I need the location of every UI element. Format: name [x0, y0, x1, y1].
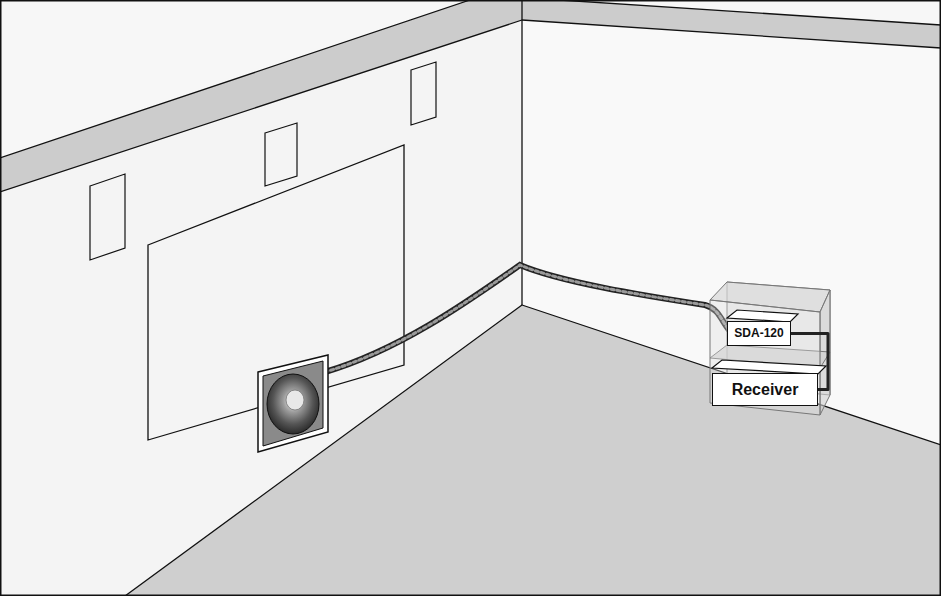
- subwoofer-cone: [267, 374, 319, 434]
- subwoofer-dust-cap: [286, 390, 304, 410]
- in-wall-subwoofer-plate: [263, 361, 323, 446]
- subwoofer-cable: [325, 265, 745, 372]
- box-label: Receiver: [732, 381, 799, 399]
- cabinet-front: [710, 300, 820, 415]
- in-wall-speaker: [411, 62, 436, 125]
- amplifier-box: SDA-120: [727, 321, 791, 346]
- ceiling-band: [0, 0, 941, 192]
- wall-corner: [521, 20, 522, 305]
- in-wall-speaker: [265, 123, 297, 186]
- in-wall-speaker: [90, 174, 125, 260]
- ceiling-corner: [521, 0, 522, 20]
- in-wall-subwoofer-frame: [258, 355, 328, 452]
- receiver-top: [712, 360, 826, 374]
- receiver-box: Receiver: [712, 373, 818, 406]
- box-label: SDA-120: [734, 327, 783, 340]
- projection-screen: [148, 145, 404, 440]
- subwoofer-cable-braid: [325, 265, 745, 372]
